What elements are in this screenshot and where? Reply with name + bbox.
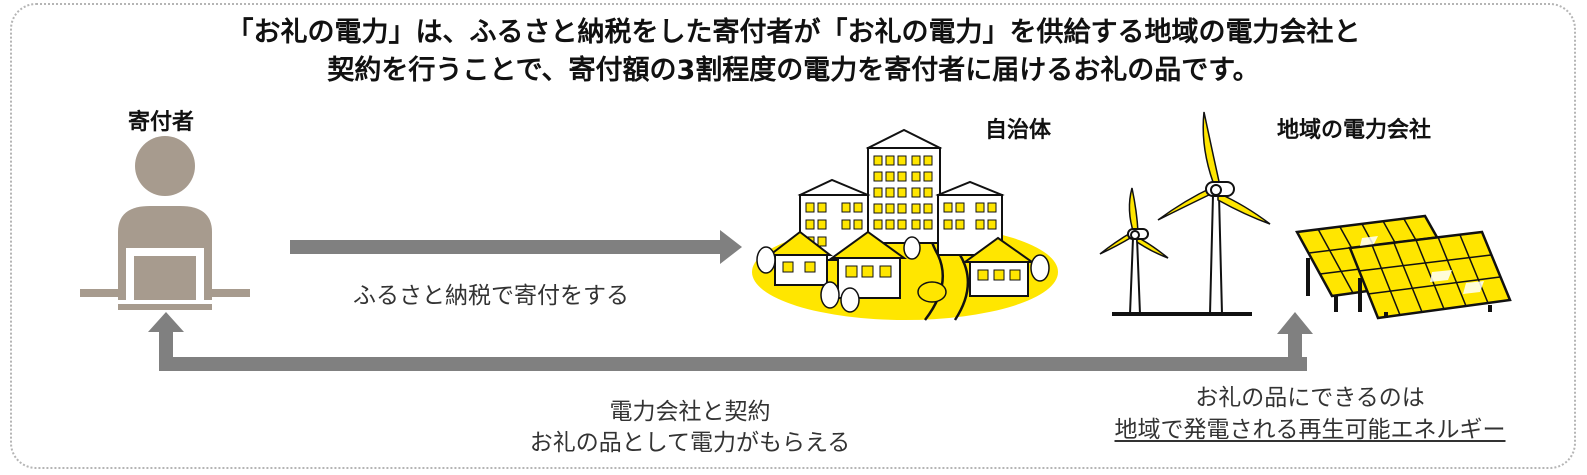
donation-arrow bbox=[290, 230, 742, 264]
contract-caption-line-1: 電力会社と契約 bbox=[609, 399, 771, 425]
return-arrow bbox=[148, 312, 1313, 371]
headline-line-2: 契約を行うことで、寄付額の3割程度の電力を寄付者に届けるお礼の品です。 bbox=[327, 55, 1260, 86]
municipality-label: 自治体 bbox=[985, 118, 1052, 143]
contract-caption-line-2: お礼の品として電力がもらえる bbox=[529, 430, 851, 456]
solar-panel-icon bbox=[1295, 214, 1512, 320]
gift-caption-line-1: お礼の品にできるのは bbox=[1195, 385, 1425, 411]
wind-turbine-icon bbox=[1099, 111, 1271, 316]
donate-caption: ふるさと納税で寄付をする bbox=[353, 283, 629, 309]
person-at-laptop-icon bbox=[80, 136, 250, 310]
diagram-frame bbox=[10, 3, 1576, 469]
power-company-label: 地域の電力会社 bbox=[1277, 118, 1432, 143]
donor-label: 寄付者 bbox=[128, 110, 195, 135]
gift-caption-line-2: 地域で発電される再生可能エネルギー bbox=[1114, 417, 1506, 443]
town-buildings-icon bbox=[752, 128, 1058, 321]
headline-line-1: 「お礼の電力」は、ふるさと納税をした寄付者が「お礼の電力」を供給する地域の電力会… bbox=[226, 17, 1361, 48]
